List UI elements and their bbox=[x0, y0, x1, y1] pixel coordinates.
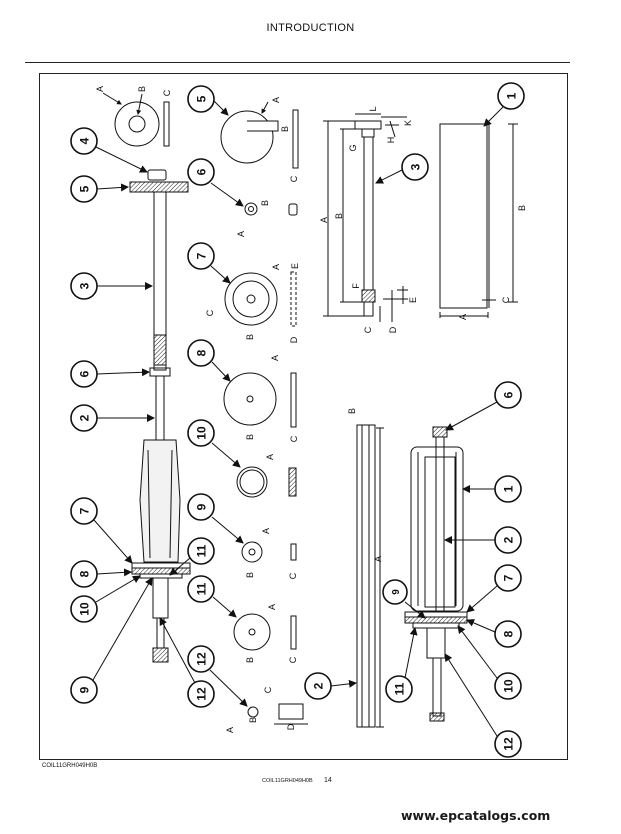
dim-b-11: B bbox=[245, 657, 255, 663]
footer-code: COIL11GRH049H0B bbox=[262, 778, 313, 784]
callout-5: 5 bbox=[78, 185, 92, 192]
leader-lines bbox=[92, 100, 504, 737]
dim-b-8: B bbox=[245, 434, 255, 440]
callout-8-detail: 8 bbox=[195, 349, 209, 356]
callout-12-right: 12 bbox=[502, 737, 516, 751]
callout-10-detail: 10 bbox=[195, 426, 209, 440]
page-header: INTRODUCTION bbox=[266, 22, 355, 34]
detail-10-ring bbox=[236, 466, 297, 498]
dim-a-10: A bbox=[265, 454, 275, 460]
callout-6: 6 bbox=[78, 370, 92, 377]
dim-b-9: B bbox=[245, 572, 255, 578]
dim-a-3: A bbox=[319, 217, 329, 223]
callout-12-left: 12 bbox=[195, 687, 209, 701]
dim-k-3: K bbox=[403, 120, 413, 126]
figure-code: COIL11GRH049H0B bbox=[42, 763, 98, 769]
dim-c-11: C bbox=[288, 656, 298, 663]
dim-a-6: A bbox=[236, 231, 246, 237]
detail-7-spacer bbox=[224, 271, 297, 327]
dim-b-5: B bbox=[280, 126, 290, 132]
dim-c-7: C bbox=[205, 309, 215, 316]
dim-l-3: L bbox=[368, 106, 378, 111]
left-assembly bbox=[129, 169, 191, 663]
detail-8-plate bbox=[223, 372, 297, 428]
callout-4: 4 bbox=[78, 137, 92, 144]
dim-a-9: A bbox=[261, 528, 271, 534]
dim-b-7: B bbox=[245, 334, 255, 340]
dim-b-1: B bbox=[517, 205, 527, 211]
callout-3: 3 bbox=[78, 282, 92, 289]
callout-8: 8 bbox=[78, 570, 92, 577]
callout-11-left: 11 bbox=[195, 544, 209, 557]
dim-g-3: G bbox=[348, 144, 358, 151]
dim-e-7: E bbox=[290, 263, 300, 269]
dim-c-4: C bbox=[162, 89, 172, 96]
dim-a-5: A bbox=[271, 97, 281, 103]
callout-1-right: 1 bbox=[502, 485, 516, 492]
callout-3-detail: 3 bbox=[409, 163, 423, 170]
detail-1-sleeve bbox=[439, 123, 518, 318]
right-assembly bbox=[404, 426, 468, 722]
dim-a-4: A bbox=[95, 86, 105, 92]
dim-b-3: B bbox=[334, 213, 344, 219]
dim-b-4: B bbox=[137, 86, 147, 92]
dim-c-5: C bbox=[289, 175, 299, 182]
dim-b-2: B bbox=[347, 408, 357, 414]
page-number: 14 bbox=[324, 777, 332, 784]
callout-9: 9 bbox=[78, 686, 92, 693]
callout-11-right: 11 bbox=[393, 682, 407, 695]
detail-11-washer bbox=[233, 613, 297, 651]
dim-a-12: A bbox=[225, 727, 235, 733]
callout-10: 10 bbox=[78, 602, 92, 616]
detail-12-bush bbox=[247, 703, 308, 725]
detail-2-long-rod bbox=[356, 424, 384, 728]
callout-6-right: 6 bbox=[502, 391, 516, 398]
callout-5-detail: 5 bbox=[195, 95, 209, 102]
dim-d-3: D bbox=[388, 326, 398, 333]
dim-e-3: E bbox=[408, 297, 418, 303]
dim-h-3: H bbox=[386, 137, 396, 144]
dim-d-7: D bbox=[289, 336, 299, 343]
dim-a-2: A bbox=[373, 556, 383, 562]
header-divider bbox=[25, 62, 570, 63]
dim-a-11: A bbox=[267, 604, 277, 610]
callout-11-detail: 11 bbox=[195, 582, 209, 595]
dim-d-12: D bbox=[286, 723, 296, 730]
detail-5-slotted-washer bbox=[220, 101, 299, 169]
dim-c-3: C bbox=[363, 326, 373, 333]
callout-12-detail: 12 bbox=[195, 652, 209, 666]
dim-b-6: B bbox=[260, 200, 270, 206]
dim-a-7: A bbox=[271, 264, 281, 270]
callout-8-right: 8 bbox=[502, 630, 516, 637]
dim-a-1: A bbox=[458, 314, 468, 320]
watermark-link[interactable]: www.epcatalogs.com bbox=[401, 808, 551, 823]
callout-9-detail: 9 bbox=[195, 503, 209, 510]
detail-6-nut bbox=[244, 202, 298, 216]
detail-3-rod bbox=[323, 113, 408, 322]
callout-9-right: 9 bbox=[391, 589, 402, 595]
callout-numbers: 4 5 3 6 2 7 8 10 9 5 6 7 8 10 9 11 11 12… bbox=[78, 92, 519, 750]
dim-c-1: C bbox=[501, 296, 511, 303]
callout-2-right: 2 bbox=[502, 536, 516, 543]
callout-2: 2 bbox=[78, 414, 92, 421]
callout-7-right: 7 bbox=[502, 574, 516, 581]
dimension-labels: A B C A B C A B A C B E D A B C A A B C … bbox=[95, 86, 527, 733]
detail-4-washer bbox=[102, 92, 170, 147]
dim-f-3: F bbox=[351, 283, 361, 289]
callout-7: 7 bbox=[78, 507, 92, 514]
dim-a-8: A bbox=[270, 355, 280, 361]
detail-9-washer bbox=[241, 541, 297, 563]
callout-10-right: 10 bbox=[502, 679, 516, 693]
callout-7-detail: 7 bbox=[195, 252, 209, 259]
callout-6-detail: 6 bbox=[195, 168, 209, 175]
dim-c-9: C bbox=[288, 572, 298, 579]
dim-b-12: B bbox=[248, 717, 258, 723]
dim-c-8: C bbox=[289, 435, 299, 442]
dim-c-12: C bbox=[263, 686, 273, 693]
callout-1-detail: 1 bbox=[505, 92, 519, 99]
figure-frame bbox=[39, 73, 568, 760]
callout-2-detail: 2 bbox=[312, 682, 326, 689]
